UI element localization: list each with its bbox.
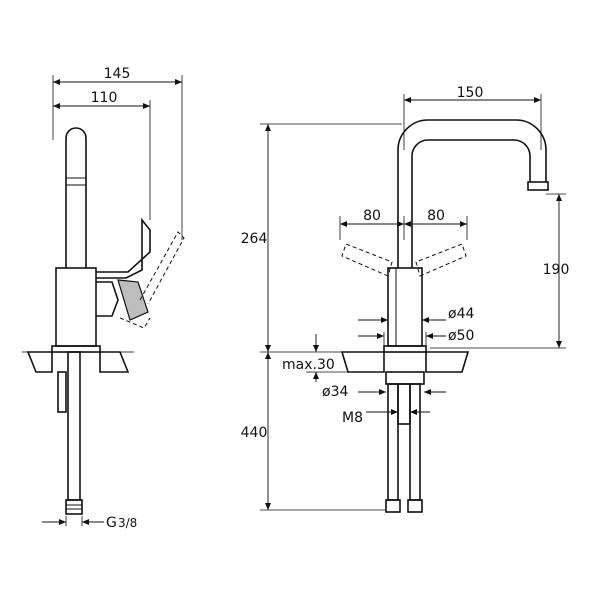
dim-thread-label: G xyxy=(106,515,117,531)
side-flange xyxy=(51,345,101,353)
arrow-icon xyxy=(460,221,467,227)
arrow-icon xyxy=(53,103,60,109)
arrow-icon xyxy=(404,97,411,103)
dim-hole-dia-label: ø34 xyxy=(322,384,348,400)
handle-alt-position xyxy=(119,317,151,329)
dim-150-label: 150 xyxy=(457,85,484,101)
dim-thread-fraction: 3/8 xyxy=(118,516,137,530)
arrow-icon xyxy=(397,221,404,227)
front-hose-left xyxy=(387,383,399,501)
front-body xyxy=(387,267,423,347)
hose-nut-right xyxy=(407,499,423,513)
arrow-icon xyxy=(424,389,431,395)
arrow-icon xyxy=(556,341,562,348)
handle-left-alt xyxy=(341,243,393,277)
arrow-icon xyxy=(265,503,271,510)
dim-max-thickness-label: max.30 xyxy=(282,357,335,373)
front-stud xyxy=(397,383,411,425)
dim-145-label: 145 xyxy=(104,66,131,82)
side-hose-nut xyxy=(65,499,83,515)
side-handle-base xyxy=(117,279,149,321)
arrow-icon xyxy=(265,124,271,131)
front-countertop-left xyxy=(340,351,385,373)
dim-base-dia-label: ø50 xyxy=(448,328,474,344)
arrow-icon xyxy=(379,389,386,395)
dim-80-left-label: 80 xyxy=(363,208,381,224)
dim-body-dia-label: ø44 xyxy=(448,306,474,322)
arrow-icon xyxy=(422,317,429,323)
dim-80-right-label: 80 xyxy=(427,208,445,224)
front-flange xyxy=(383,345,427,353)
side-view: 145 110 xyxy=(22,66,185,531)
arrow-icon xyxy=(391,409,398,415)
arrow-icon xyxy=(426,333,433,339)
countertop-right xyxy=(99,351,130,373)
arrow-icon xyxy=(143,103,150,109)
arrow-icon xyxy=(59,519,66,525)
side-body-step xyxy=(96,281,119,317)
arrow-icon xyxy=(534,97,541,103)
side-handle xyxy=(96,217,151,279)
countertop-left xyxy=(26,351,53,373)
side-hose xyxy=(67,351,81,501)
hose-nut-left xyxy=(385,499,401,513)
arrow-icon xyxy=(53,79,60,85)
arrow-icon xyxy=(313,345,319,352)
dim-190-label: 190 xyxy=(543,262,570,278)
arrow-icon xyxy=(340,221,347,227)
dim-110-label: 110 xyxy=(91,90,118,106)
front-spout-inner xyxy=(411,139,531,268)
mounting-nut xyxy=(385,371,425,385)
front-view: 150 264 190 80 80 xyxy=(241,85,570,513)
dim-440-label: 440 xyxy=(241,425,268,441)
side-spout xyxy=(65,127,87,268)
front-spout-outer xyxy=(397,119,547,268)
arrow-icon xyxy=(377,333,384,339)
arrow-icon xyxy=(404,221,411,227)
side-body xyxy=(55,267,97,347)
front-countertop-right xyxy=(425,351,470,373)
front-hose-right xyxy=(409,383,421,501)
arrow-icon xyxy=(410,409,417,415)
arrow-icon xyxy=(313,372,319,379)
dim-stud-label: M8 xyxy=(342,410,363,426)
arrow-icon xyxy=(265,352,271,359)
side-stud xyxy=(57,371,67,413)
spout-aerator xyxy=(527,181,549,191)
arrow-icon xyxy=(381,317,388,323)
handle-alt-position xyxy=(139,231,185,305)
dim-264-label: 264 xyxy=(241,231,268,247)
arrow-icon xyxy=(265,345,271,352)
arrow-icon xyxy=(175,79,182,85)
arrow-icon xyxy=(556,194,562,201)
handle-right-alt xyxy=(415,243,467,277)
arrow-icon xyxy=(82,519,89,525)
